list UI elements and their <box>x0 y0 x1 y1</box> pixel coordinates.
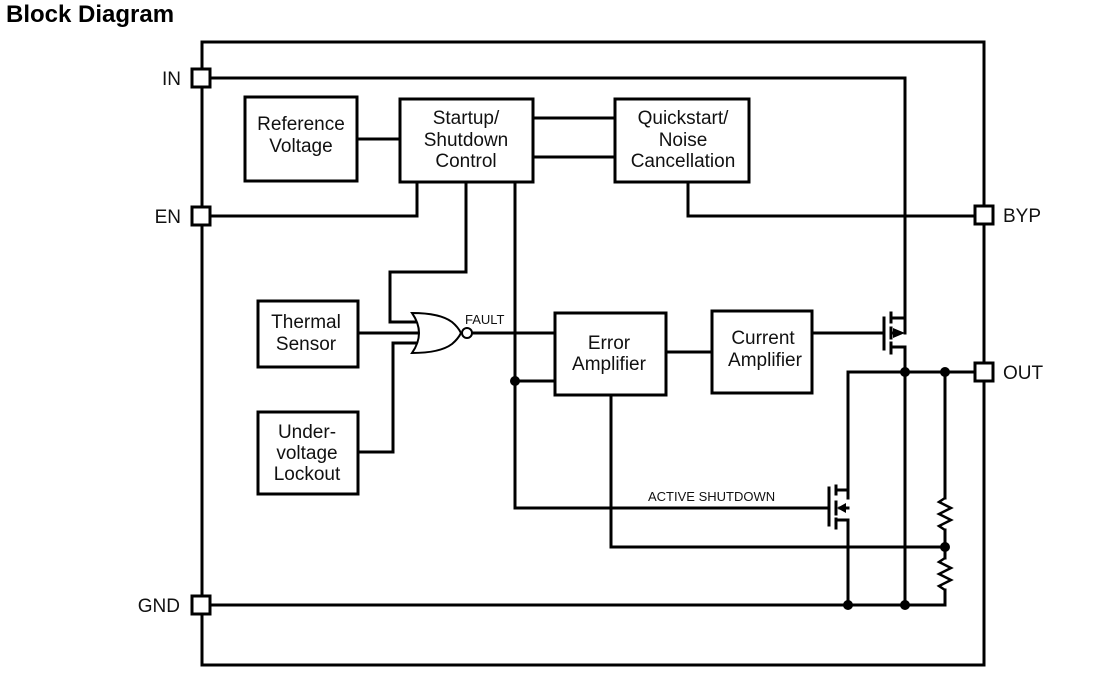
wire-startup-to-shutdown <box>513 180 830 510</box>
block-thermal-sensor: Thermal Sensor <box>256 299 360 369</box>
diagram-title: Block Diagram <box>6 1 175 28</box>
junction-dot <box>510 376 520 386</box>
junction-dot <box>900 367 910 377</box>
fault-label: FAULT <box>465 312 505 327</box>
pin-gnd: GND <box>138 594 212 617</box>
pin-en-pad <box>190 205 212 227</box>
block-label: Quickstart/ <box>638 108 730 129</box>
block-label: Control <box>435 151 496 172</box>
wire-feedback <box>609 393 947 549</box>
block-label: Error <box>588 333 631 354</box>
pin-gnd-label: GND <box>138 596 180 617</box>
junction-dot <box>843 600 853 610</box>
block-label: Voltage <box>269 136 332 157</box>
pin-in-label: IN <box>162 69 181 90</box>
wire-out-node <box>846 370 977 500</box>
junction-dot <box>940 542 950 552</box>
wire-quickstart-to-byp <box>686 180 977 218</box>
block-label: Reference <box>257 114 345 135</box>
wire-en-to-startup <box>208 180 419 218</box>
block-label: Current <box>731 328 795 349</box>
nor-gate-icon <box>410 311 473 355</box>
block-current-amplifier: Current Amplifier <box>710 309 814 395</box>
block-reference-voltage: Reference Voltage <box>243 95 359 183</box>
block-label: voltage <box>276 443 337 464</box>
block-label: Amplifier <box>728 350 803 371</box>
block-label: Startup/ <box>433 108 500 129</box>
pin-out-pad <box>973 361 995 383</box>
resistor-top <box>936 496 954 532</box>
pin-byp-label: BYP <box>1003 206 1041 227</box>
wire-uvlo-to-nor <box>356 341 417 454</box>
wire-shutdown-to-gnd <box>836 518 850 607</box>
block-label: Noise <box>659 130 708 151</box>
block-label: Thermal <box>271 312 341 333</box>
block-quickstart-noise-cancellation: Quickstart/ Noise Cancellation <box>613 97 751 184</box>
active-shutdown-label: ACTIVE SHUTDOWN <box>648 489 775 504</box>
shutdown-transistor-icon <box>827 484 850 530</box>
block-label: Lockout <box>274 464 341 485</box>
pin-in-pad <box>190 67 212 89</box>
junctions <box>510 367 950 610</box>
wire-in-to-pass <box>208 76 907 320</box>
pin-byp: BYP <box>973 204 1041 227</box>
pin-out: OUT <box>973 361 1044 384</box>
wire-startup-to-nor <box>388 180 468 324</box>
block-label: Shutdown <box>424 130 509 151</box>
block-label: Sensor <box>276 334 337 355</box>
block-error-amplifier: Error Amplifier <box>553 311 668 397</box>
wire-pass-to-out <box>891 345 907 607</box>
wires <box>208 40 986 667</box>
junction-dot <box>900 600 910 610</box>
block-label: Under- <box>278 422 336 443</box>
block-label: Amplifier <box>572 354 647 375</box>
block-startup-shutdown-control: Startup/ Shutdown Control <box>398 97 535 184</box>
nor-bubble <box>461 327 473 339</box>
pin-gnd-pad <box>190 594 212 616</box>
resistor-bottom <box>936 556 954 592</box>
pin-en-label: EN <box>155 207 181 228</box>
block-label: Cancellation <box>631 151 736 172</box>
pin-in: IN <box>162 67 212 90</box>
pin-byp-pad <box>973 204 995 226</box>
block-undervoltage-lockout: Under- voltage Lockout <box>256 410 360 496</box>
pin-en: EN <box>155 205 212 228</box>
pass-transistor-icon <box>882 311 907 355</box>
junction-dot <box>940 367 950 377</box>
pin-out-label: OUT <box>1003 363 1044 384</box>
